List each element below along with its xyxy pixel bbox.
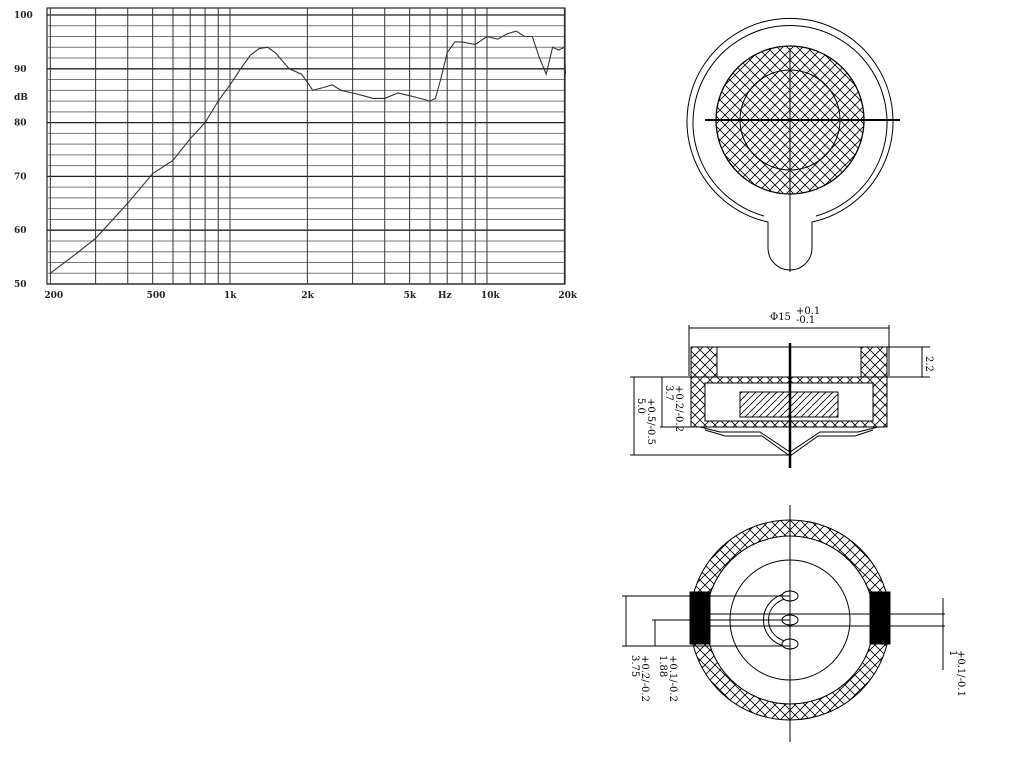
x-tick-label: 200 [44, 291, 63, 301]
total-height-tolerance: +0.5/-0.5 [645, 398, 656, 445]
top-height-dimension: 2.2 [923, 356, 934, 372]
pin-span-dimension: 3.75 [629, 655, 640, 677]
chart-grid [46, 7, 566, 285]
y-axis-label: dB [14, 93, 28, 103]
x-tick-label: 2k [301, 291, 314, 301]
y-tick-label: 70 [14, 172, 27, 182]
diameter-tolerance-plus: +0.1 [796, 306, 820, 317]
x-tick-label: 1k [224, 291, 237, 301]
spl-curve [50, 30, 567, 274]
diameter-tolerance-minus: -0.1 [796, 315, 815, 326]
pin-width-dimension: 1 [947, 650, 958, 656]
frequency-response-chart: 50 60 70 80 90 100 200 500 1k 2k 5k 10k 20k dB Hz [14, 7, 578, 301]
x-tick-label: 10k [481, 291, 501, 301]
top-view-drawing [686, 17, 900, 272]
pin-offset-tolerance: +0.1/-0.2 [667, 655, 678, 702]
x-tick-label: 20k [558, 291, 578, 301]
y-tick-label: 50 [14, 280, 27, 290]
y-tick-label: 100 [14, 11, 33, 21]
diameter-dimension: Φ15 [770, 312, 791, 323]
side-view-drawing [630, 325, 930, 468]
x-tick-label: 500 [147, 291, 166, 301]
bottom-view-drawing [622, 505, 945, 742]
body-height-dimension: 3.7 [663, 385, 674, 401]
body-height-tolerance: +0.2/-0.2 [673, 385, 684, 432]
x-tick-label: 5k [404, 291, 417, 301]
pin-width-tolerance: +0.1/-0.1 [955, 650, 966, 697]
y-tick-label: 90 [14, 65, 27, 75]
y-tick-label: 80 [14, 119, 27, 129]
y-tick-label: 60 [14, 226, 27, 236]
pin-offset-dimension: 1.88 [657, 655, 668, 677]
x-axis-label: Hz [438, 291, 452, 301]
pin-span-tolerance: +0.2/-0.2 [639, 655, 650, 702]
total-height-dimension: 5.0 [635, 398, 646, 414]
